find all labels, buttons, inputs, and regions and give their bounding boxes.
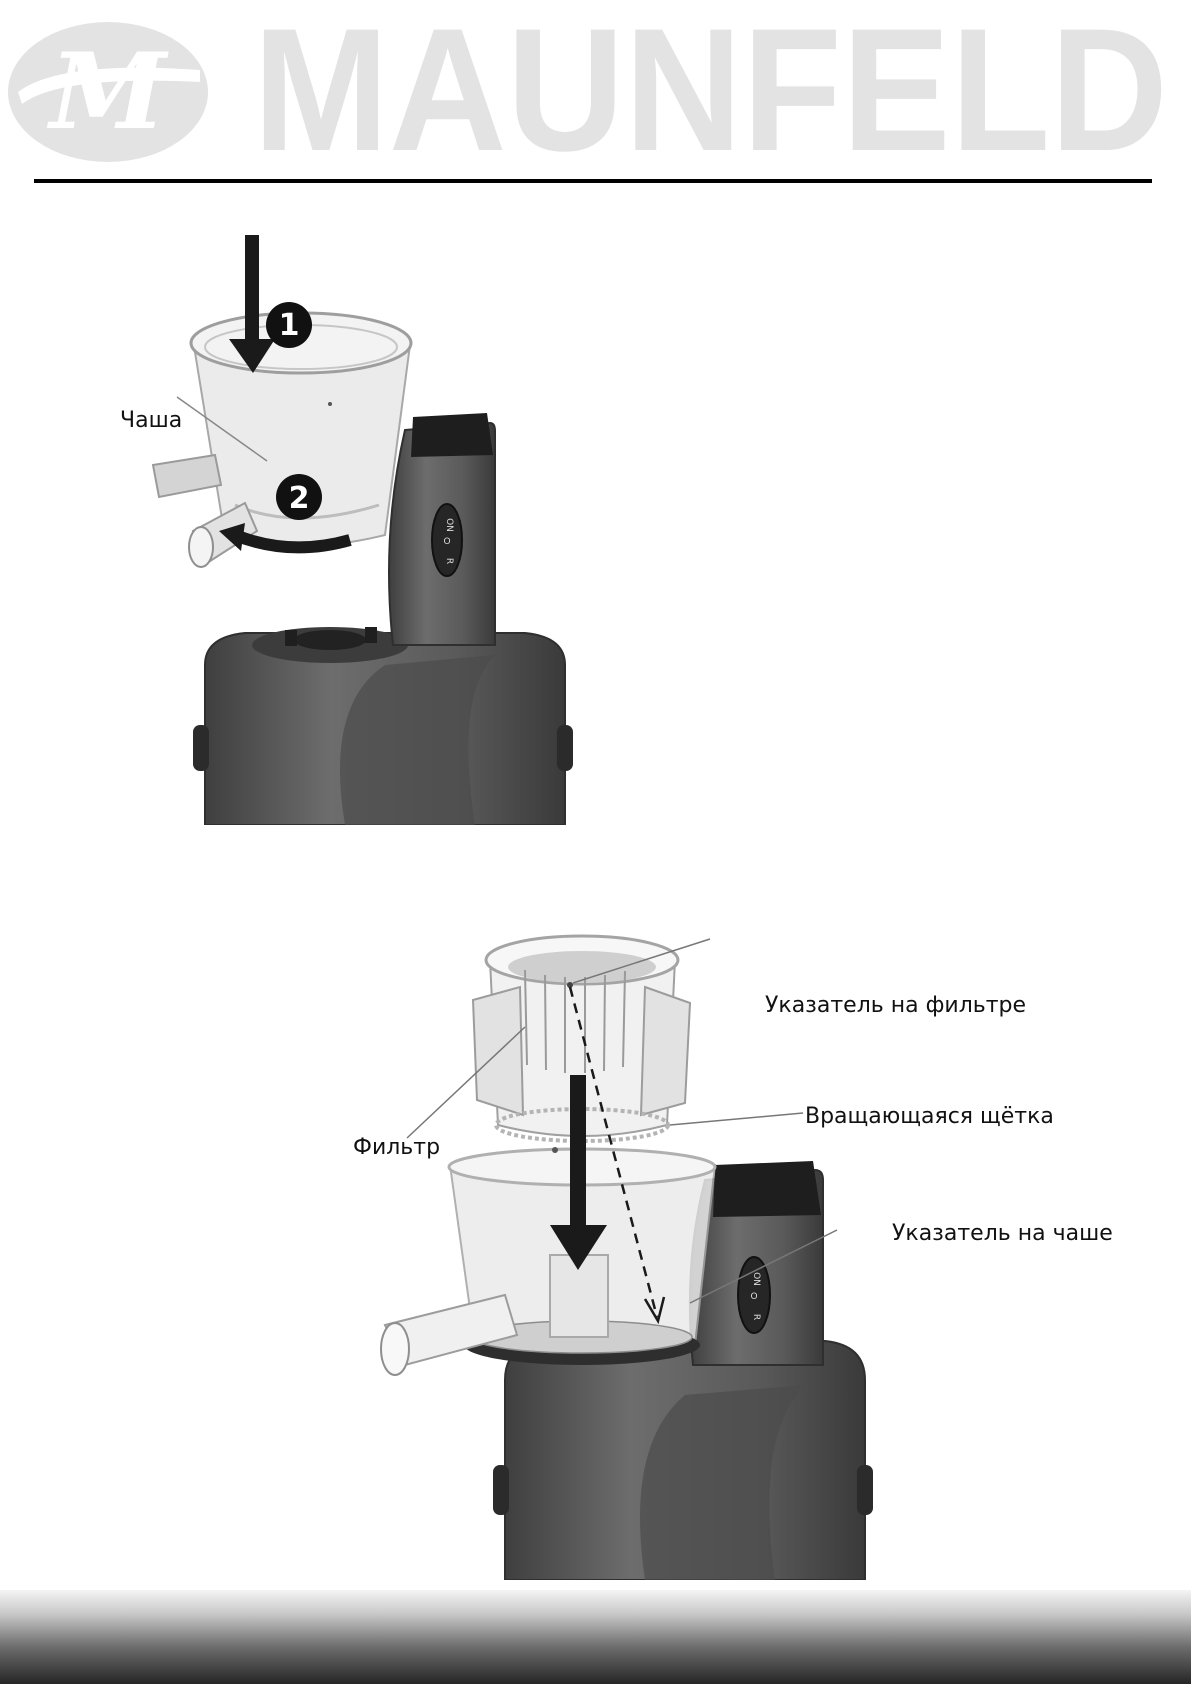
brand-name: MAUNFELD (253, 0, 1168, 180)
svg-text:1: 1 (279, 308, 300, 343)
label-bowl: Чаша (120, 408, 183, 433)
arrow-rotate-icon (219, 523, 352, 554)
power-switch[interactable]: ON O R (431, 503, 463, 577)
juicer-motor-base (493, 1340, 873, 1580)
filter-basket (471, 934, 692, 1143)
step-badge-2: 2 (276, 474, 322, 520)
svg-text:ON: ON (444, 518, 454, 532)
arrow-down-icon (229, 235, 275, 373)
label-bowl-marker: Указатель на чаше (892, 1221, 1113, 1246)
juice-bowl (151, 311, 413, 568)
step-badge-1: 1 (266, 302, 312, 348)
brand-logo: M MAUNFELD (8, 0, 1168, 180)
maunfeld-logo-icon: M (8, 22, 208, 162)
label-filter-marker: Указатель на фильтре (765, 993, 1027, 1018)
logo-monogram: M (47, 29, 169, 153)
svg-text:O: O (750, 1292, 757, 1302)
figure-bowl-installation: ON O R 1 2 (151, 235, 573, 825)
figure-filter-installation: ON O R (380, 934, 873, 1580)
footer-band (0, 1590, 1191, 1684)
header-divider (34, 179, 1152, 183)
juicer-tower: ON O R (688, 1161, 824, 1366)
label-filter: Фильтр (353, 1135, 441, 1160)
svg-text:R: R (444, 558, 454, 564)
alignment-arrow-icon (568, 986, 666, 1325)
juice-bowl (380, 1147, 717, 1376)
svg-text:R: R (751, 1314, 761, 1320)
power-switch[interactable]: ON O R (737, 1256, 771, 1334)
arrow-down-icon (550, 1075, 607, 1270)
svg-text:2: 2 (289, 481, 310, 516)
juicer-motor-base (193, 627, 573, 825)
juicer-tower: ON O R (388, 413, 496, 646)
svg-text:O: O (443, 537, 450, 547)
label-rotating-brush: Вращающаяся щётка (805, 1104, 1054, 1129)
svg-text:ON: ON (751, 1272, 761, 1286)
